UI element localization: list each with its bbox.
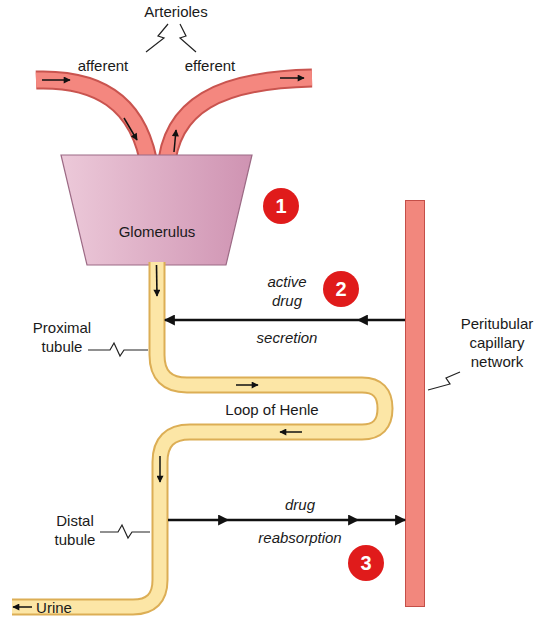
callout-number: 2 xyxy=(323,277,359,302)
flow-arrow xyxy=(13,606,32,608)
process-label: active drug xyxy=(261,273,313,311)
callout-circle xyxy=(323,271,359,307)
callout-number: 3 xyxy=(348,551,384,576)
node-text: Glomerulus xyxy=(97,223,217,242)
tubule-wall xyxy=(12,262,385,607)
leader-line xyxy=(146,24,168,52)
leader-line xyxy=(88,343,148,356)
leader-line xyxy=(428,372,460,390)
glomerulus-shape xyxy=(61,155,252,265)
leader-line xyxy=(100,525,150,538)
glomerulus-box: Glomerulus xyxy=(59,153,254,266)
vessel-label: afferent xyxy=(58,57,148,76)
flow-arrow xyxy=(124,118,137,140)
node-outline xyxy=(59,153,254,266)
vessel-label: efferent xyxy=(165,57,255,76)
flow-arrow xyxy=(156,265,158,296)
flow-arrow xyxy=(236,384,258,386)
flow-arrow xyxy=(174,130,176,152)
flow-arrow xyxy=(42,79,70,81)
callout-number: 1 xyxy=(263,194,299,219)
capillary-shape xyxy=(406,201,425,607)
callout-circle xyxy=(348,545,384,581)
renal-tubule: Proximal tubuleLoop of HenleDistal tubul… xyxy=(2,262,396,617)
flow-arrow xyxy=(280,77,304,79)
flow-arrow xyxy=(280,431,302,433)
group-label: Arterioles xyxy=(116,3,236,22)
output-label: Urine xyxy=(24,599,84,618)
leader-line xyxy=(180,24,196,52)
node-text: Peritubular capillary network xyxy=(447,315,547,371)
callout-circle xyxy=(263,188,299,224)
node-text: Loop of Henle xyxy=(202,401,342,420)
edge-label: reabsorption xyxy=(240,529,360,548)
flow-arrow xyxy=(168,519,405,522)
node-text: Distal tubule xyxy=(39,512,111,550)
callout-number: 2 xyxy=(322,270,360,308)
edge-label: secretion xyxy=(237,329,337,348)
tubule-lumen xyxy=(12,262,385,607)
node-outline xyxy=(405,200,425,607)
process-label: drug xyxy=(260,496,340,515)
flow-arrow xyxy=(159,456,161,482)
callout-number: 3 xyxy=(347,544,385,582)
node-text: Proximal tubule xyxy=(26,319,98,357)
node-outline xyxy=(2,262,396,617)
flow-arrow xyxy=(165,319,405,322)
peritubular-capillary: Peritubular capillary network xyxy=(405,200,425,607)
callout-number: 1 xyxy=(262,187,300,225)
